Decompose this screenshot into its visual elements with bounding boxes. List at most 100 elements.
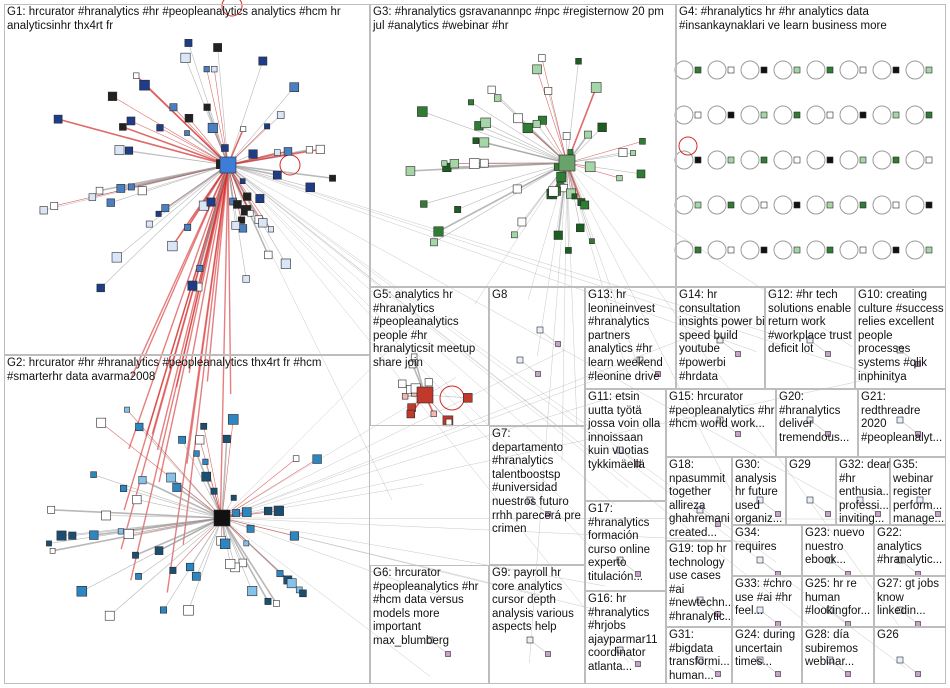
node	[468, 99, 474, 106]
node	[248, 149, 258, 159]
group-box-g2: G2: hrcurator #hr #hranalytics #peoplean…	[4, 355, 370, 684]
node	[166, 472, 176, 483]
node	[859, 66, 867, 74]
node	[172, 482, 182, 492]
group-box-g18: G18: npasummit together allireza ghahrem…	[666, 457, 732, 541]
node	[635, 661, 641, 667]
node	[203, 103, 211, 111]
node	[696, 596, 704, 604]
node	[180, 52, 191, 63]
group-label-g35: G35: webinar register perform... manage.…	[893, 459, 945, 526]
self-loop	[740, 195, 760, 215]
group-box-g5: G5: analytics hr #hranalytics #peopleana…	[370, 287, 489, 426]
node	[479, 158, 489, 168]
node	[243, 192, 252, 201]
group-box-g8: G8	[489, 287, 585, 426]
node	[420, 200, 428, 208]
node	[410, 353, 418, 360]
edge	[196, 517, 223, 577]
edge	[566, 162, 578, 427]
group-box-g7: G7: departamento #hranalytics talentboos…	[489, 426, 585, 565]
node	[232, 509, 240, 517]
group-label-g24: G24: during uncertain times...	[735, 629, 796, 669]
node	[597, 122, 607, 132]
node	[273, 505, 284, 516]
edge	[110, 164, 229, 203]
node	[618, 148, 628, 158]
node	[526, 496, 534, 504]
node	[806, 496, 814, 504]
edge	[130, 120, 229, 166]
node	[760, 246, 768, 254]
edge	[566, 152, 624, 164]
self-loop	[806, 195, 826, 215]
node	[517, 217, 527, 227]
edge	[537, 162, 568, 357]
node	[53, 114, 63, 124]
node	[161, 204, 170, 213]
node	[826, 656, 834, 664]
node	[925, 246, 933, 254]
edge	[433, 162, 568, 243]
node	[892, 111, 900, 119]
node	[96, 283, 105, 293]
node	[536, 326, 544, 334]
node	[401, 393, 409, 400]
edge	[221, 392, 627, 519]
group-label-g22: G22: analytics #hranalytic...	[877, 527, 943, 567]
edge	[195, 453, 223, 519]
node	[258, 56, 268, 66]
group-box-g3: G3: #hranalytics gsravanannpc #npc #regi…	[370, 4, 676, 287]
edge	[227, 164, 237, 226]
node	[441, 160, 448, 167]
node	[655, 371, 661, 377]
node	[715, 521, 721, 527]
group-label-g34: G34: requires	[735, 527, 777, 553]
node-layer	[39, 39, 941, 677]
edge	[221, 458, 318, 519]
node	[756, 556, 764, 564]
group-box-g23: G23: nuevo nuestro ebook...	[802, 525, 874, 576]
node	[286, 578, 297, 589]
group-label-g14: G14: hr consultation insights power bi s…	[679, 289, 765, 383]
edge	[221, 438, 228, 519]
self-loop	[221, 0, 243, 17]
node	[231, 221, 240, 230]
node	[775, 671, 781, 677]
edge	[221, 517, 295, 537]
group-box-g21: G21: redthreadre 2020 #peopleanalyt...	[858, 389, 946, 457]
edge	[227, 164, 797, 342]
group-label-g13: G13: hr leonineinvest #hranalytics partn…	[588, 289, 663, 383]
group-label-g2: G2: hrcurator #hr #hranalytics #peoplean…	[7, 357, 322, 383]
group-box-g13: G13: hr leonineinvest #hranalytics partn…	[585, 287, 676, 389]
node	[433, 226, 444, 237]
node	[263, 506, 273, 516]
self-loop	[707, 195, 727, 215]
node	[47, 505, 56, 514]
edge	[138, 517, 223, 577]
node	[516, 356, 524, 364]
node	[756, 656, 764, 664]
node	[424, 378, 433, 387]
group-box-g26: G26	[874, 627, 946, 684]
group-box-g10: G10: creating culture #success relies ex…	[855, 287, 946, 389]
node	[305, 182, 315, 193]
self-loop	[839, 60, 859, 80]
node	[201, 471, 212, 482]
group-label-g6: G6: hrcurator #peopleanalytics #hr #hcm …	[373, 567, 479, 647]
node	[756, 606, 764, 614]
node	[565, 247, 572, 254]
node	[213, 509, 231, 527]
node	[630, 150, 636, 156]
node	[329, 174, 336, 182]
self-loop	[839, 195, 859, 215]
group-label-g7: G7: departamento #hranalytics talentboos…	[492, 428, 581, 536]
edge	[109, 517, 223, 616]
node	[526, 636, 534, 644]
group-label-g4: G4: #hranalytics hr #hr analytics data #…	[679, 6, 887, 32]
group-label-g29: G29	[789, 459, 811, 471]
edge	[221, 458, 297, 519]
node	[826, 156, 834, 164]
node	[826, 556, 834, 564]
node	[289, 82, 300, 93]
